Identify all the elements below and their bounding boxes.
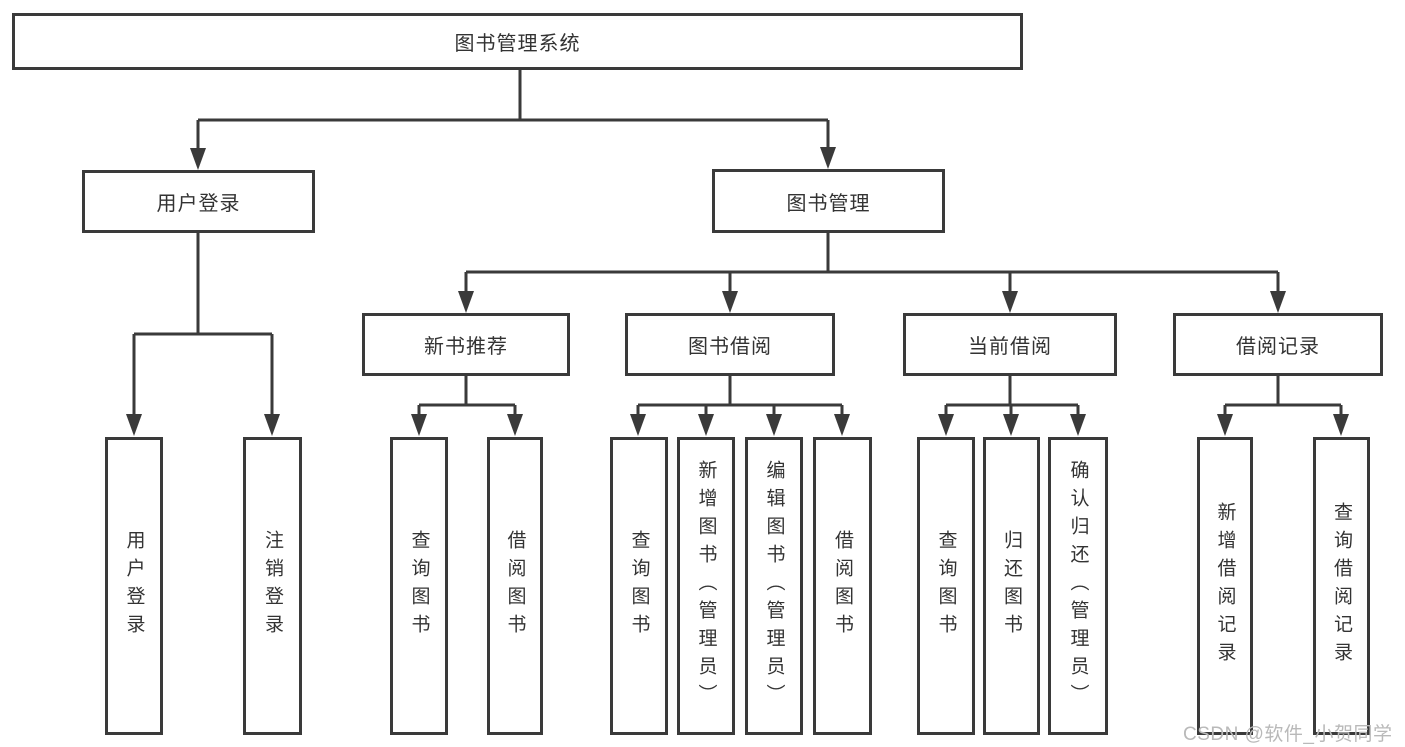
leaf-logout: 注销登录 xyxy=(243,437,302,735)
node-borrow-records: 借阅记录 xyxy=(1173,313,1383,376)
leaf-edit-books-admin-label: 编辑图书（管理员） xyxy=(763,460,785,712)
leaf-user-login-label: 用户登录 xyxy=(123,530,145,642)
node-user-login-label: 用户登录 xyxy=(156,193,241,215)
csdn-watermark: CSDN @软件_小贺同学 xyxy=(1183,724,1393,745)
leaf-query-borrow-record: 查询借阅记录 xyxy=(1313,437,1370,735)
node-current-borrow: 当前借阅 xyxy=(903,313,1117,376)
node-user-login: 用户登录 xyxy=(82,170,315,233)
leaf-borrow-books-recommend-label: 借阅图书 xyxy=(504,530,526,642)
edge-current-borrow-to-leaves xyxy=(938,376,1086,436)
leaf-borrow-books: 借阅图书 xyxy=(813,437,872,735)
leaf-query-books-borrow-label: 查询图书 xyxy=(628,530,650,642)
leaf-borrow-books-label: 借阅图书 xyxy=(832,530,853,642)
edge-book-management-to-level3 xyxy=(458,233,1286,313)
node-library-system-label: 图书管理系统 xyxy=(454,33,581,55)
leaf-query-borrow-record-label: 查询借阅记录 xyxy=(1331,502,1352,670)
leaf-query-books-current-label: 查询图书 xyxy=(935,530,957,642)
leaf-confirm-return-admin: 确认归还（管理员） xyxy=(1048,437,1108,735)
leaf-add-books-admin-label: 新增图书（管理员） xyxy=(695,460,717,712)
leaf-add-borrow-record: 新增借阅记录 xyxy=(1197,437,1253,735)
leaf-logout-label: 注销登录 xyxy=(262,530,283,642)
leaf-user-login: 用户登录 xyxy=(105,437,163,735)
leaf-return-books-label: 归还图书 xyxy=(1001,530,1022,642)
node-library-system: 图书管理系统 xyxy=(12,13,1023,70)
leaf-edit-books-admin: 编辑图书（管理员） xyxy=(745,437,803,735)
node-new-book-recommend: 新书推荐 xyxy=(362,313,570,376)
edge-book-borrow-to-leaves xyxy=(630,376,850,436)
node-borrow-records-label: 借阅记录 xyxy=(1236,336,1320,358)
edge-new-book-recommend-to-leaves xyxy=(411,376,523,436)
leaf-query-books-current: 查询图书 xyxy=(917,437,975,735)
edge-user-login-to-leaves xyxy=(126,233,280,436)
leaf-confirm-return-admin-label: 确认归还（管理员） xyxy=(1067,460,1089,712)
edge-borrow-records-to-leaves xyxy=(1217,376,1349,436)
leaf-return-books: 归还图书 xyxy=(983,437,1040,735)
leaf-borrow-books-recommend: 借阅图书 xyxy=(487,437,543,735)
node-book-management: 图书管理 xyxy=(712,169,945,233)
leaf-add-books-admin: 新增图书（管理员） xyxy=(677,437,735,735)
node-new-book-recommend-label: 新书推荐 xyxy=(424,336,508,358)
leaf-query-books-recommend-label: 查询图书 xyxy=(408,530,430,642)
leaf-query-books-borrow: 查询图书 xyxy=(610,437,668,735)
leaf-add-borrow-record-label: 新增借阅记录 xyxy=(1214,502,1236,670)
leaf-query-books-recommend: 查询图书 xyxy=(390,437,448,735)
node-book-borrow-label: 图书借阅 xyxy=(688,336,772,358)
node-current-borrow-label: 当前借阅 xyxy=(968,336,1052,358)
node-book-borrow: 图书借阅 xyxy=(625,313,835,376)
node-book-management-label: 图书管理 xyxy=(786,192,871,215)
edge-root-to-level2 xyxy=(190,70,836,170)
